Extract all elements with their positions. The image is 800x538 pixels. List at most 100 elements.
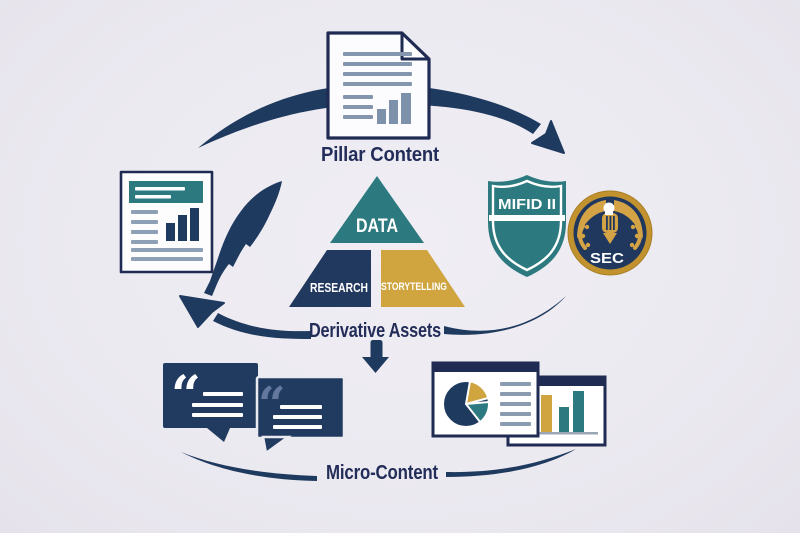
text-line — [131, 210, 158, 214]
pillar-content-label: Pillar Content — [321, 144, 439, 166]
eagle-stripe — [609, 216, 612, 230]
document-text-lines — [500, 382, 531, 426]
text-line — [343, 115, 373, 119]
text-line — [500, 392, 531, 396]
bar-chart-icon — [536, 391, 598, 435]
eagle-tail — [603, 233, 617, 244]
bar — [377, 109, 386, 124]
text-line — [131, 220, 158, 224]
cycle-arrows — [179, 84, 576, 481]
window-titlebar — [433, 363, 538, 372]
laurel-leaf — [584, 224, 590, 230]
document-text-lines — [343, 52, 412, 119]
text-line — [131, 248, 203, 252]
bar-chart-icon — [166, 208, 199, 241]
shield-body — [488, 175, 566, 277]
quill-icon — [204, 181, 282, 296]
cycle-swoosh-bottom-left — [181, 452, 317, 481]
eagle-stripe — [606, 216, 608, 230]
pyramid-storytelling-segment — [381, 250, 465, 307]
laurel-left — [578, 224, 587, 250]
text-line — [135, 187, 185, 191]
pyramid-research-label: RESEARCH — [310, 280, 368, 295]
text-line — [131, 240, 158, 244]
text-line — [500, 422, 531, 426]
cycle-swoosh-bottom-right — [446, 449, 576, 477]
down-arrow-icon — [362, 340, 389, 373]
window-titlebar — [508, 377, 605, 386]
chart-baseline — [536, 432, 598, 435]
text-line — [343, 72, 412, 76]
laurel-right — [633, 224, 642, 250]
laurel-leaf — [634, 233, 640, 239]
pie-chart-icon — [442, 380, 490, 428]
pillar-document-icon — [326, 31, 431, 140]
text-line — [131, 230, 158, 234]
eagle-left-wing — [577, 200, 606, 239]
laurel-leaf — [580, 233, 586, 239]
quote-bubble-secondary: “ — [255, 375, 346, 456]
sec-seal-icon: SEC — [567, 190, 653, 276]
laurel-leaf — [585, 242, 591, 248]
pie-chart-window-icon — [431, 361, 540, 438]
mifid-shield-icon: MIFID II — [488, 175, 566, 277]
document-text-lines — [131, 210, 203, 261]
laurel-leaf — [629, 242, 635, 248]
text-line — [500, 382, 531, 386]
derivative-assets-label: Derivative Assets — [309, 320, 441, 342]
text-line — [135, 195, 171, 199]
bar — [178, 215, 187, 241]
text-line — [343, 52, 412, 56]
pyramid-data-segment — [330, 176, 424, 243]
eagle-icon — [577, 200, 643, 250]
pyramid-storytelling-label: STORYTELLING — [381, 281, 447, 293]
article-document-icon — [119, 170, 282, 296]
text-line — [500, 402, 531, 406]
cycle-arrow-mid-left — [213, 313, 311, 339]
text-line — [280, 405, 322, 409]
micro-content-label: Micro-Content — [326, 462, 438, 484]
mifid-label: MIFID II — [498, 196, 556, 213]
cycle-arrow-top — [198, 84, 541, 148]
bar — [573, 391, 584, 432]
bar — [401, 93, 411, 124]
bubble-tail — [207, 428, 230, 442]
bar — [559, 407, 569, 432]
cycle-swoosh-mid-right — [444, 296, 566, 335]
text-line — [343, 62, 412, 66]
sec-label: SEC — [590, 251, 625, 267]
shield-inner-outline — [491, 179, 563, 272]
text-line — [192, 413, 243, 417]
bar — [541, 395, 552, 432]
bar — [190, 208, 199, 241]
bar-chart-icon — [377, 93, 411, 124]
eagle-right-wing — [614, 200, 643, 239]
text-line — [343, 95, 373, 99]
text-line — [203, 392, 243, 396]
document-fold-icon — [400, 33, 429, 61]
shield-stripe — [489, 215, 565, 221]
text-line — [343, 105, 373, 109]
text-line — [131, 257, 203, 261]
eagle-stripe — [613, 216, 615, 230]
article-header-band — [129, 181, 203, 203]
pie-slice-teal — [465, 401, 490, 424]
eagle-neck — [605, 209, 613, 215]
text-line — [273, 415, 322, 419]
cycle-arrow-top-head — [531, 120, 565, 154]
text-line — [343, 82, 412, 86]
laurel-leaf — [630, 224, 636, 230]
pyramid-research-segment — [289, 250, 371, 307]
cycle-arrow-mid-left-head — [179, 295, 225, 328]
pyramid-data-label: DATA — [356, 216, 398, 237]
text-line — [500, 412, 531, 416]
text-line — [273, 425, 322, 429]
bar — [389, 100, 398, 124]
bar — [166, 223, 175, 241]
bubble-tail — [261, 435, 292, 456]
quote-bubble-primary: “ — [163, 363, 258, 442]
text-line — [192, 403, 243, 407]
pie-slice-gold — [465, 380, 490, 405]
